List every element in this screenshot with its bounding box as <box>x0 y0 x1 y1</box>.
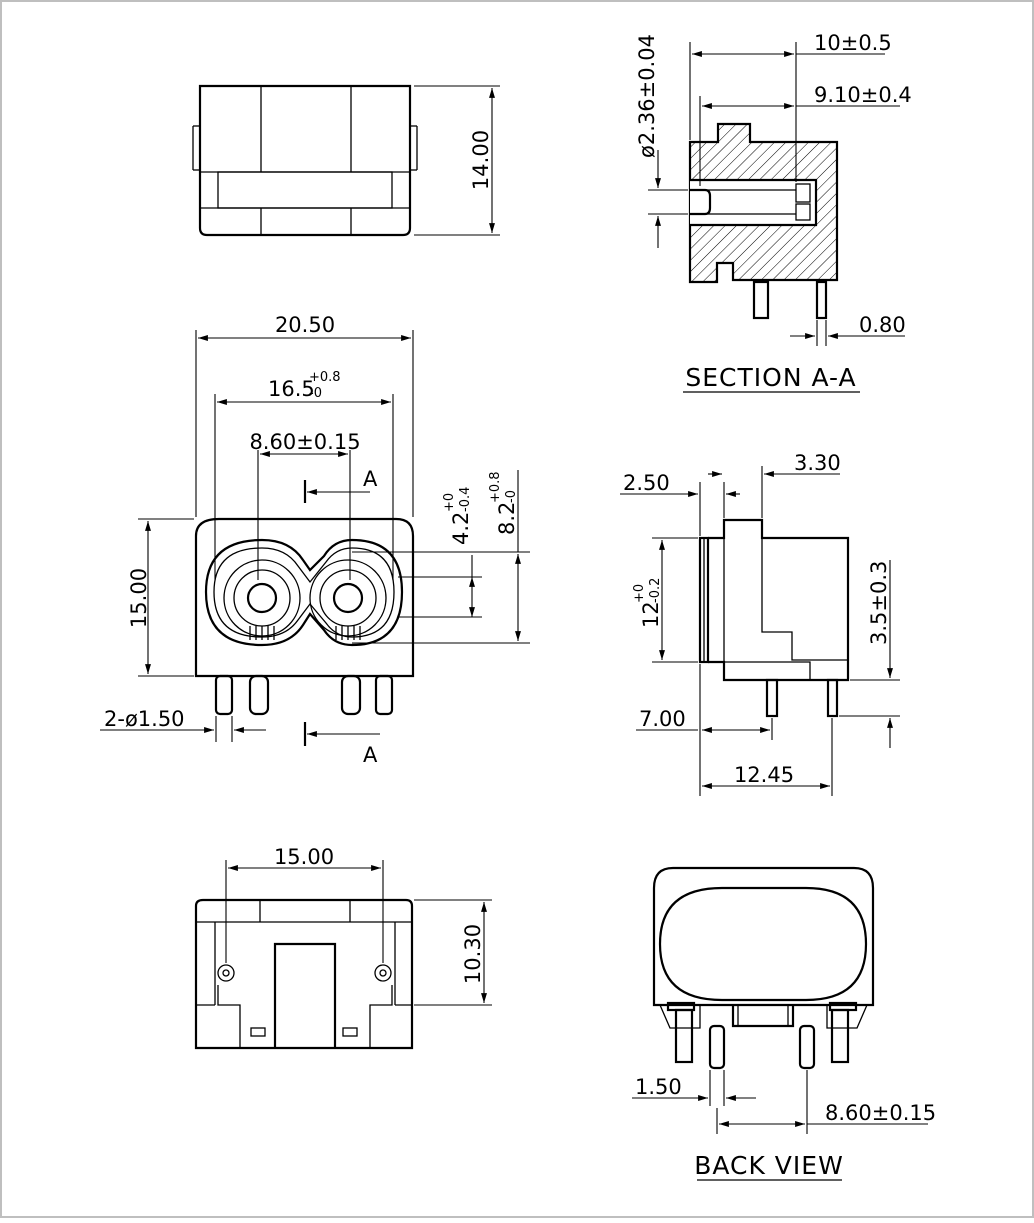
front-slot-a-label: 4.2 <box>449 512 473 545</box>
top-view: 14.00 <box>192 84 500 237</box>
section-view: 10±0.5 9.10±0.4 ø2.36±0.04 0.80 SECTION … <box>635 31 912 393</box>
side-height-tol-upper: +0 <box>632 584 647 603</box>
back-pin-width-label: 1.50 <box>635 1075 682 1099</box>
front-pin-spacing-label: 8.60±0.15 <box>249 430 360 454</box>
front-width-label: 20.50 <box>275 313 335 337</box>
top-height-label: 14.00 <box>469 130 493 190</box>
back-view: 1.50 8.60±0.15 BACK VIEW <box>632 866 936 1181</box>
section-pin-dia-label: ø2.36±0.04 <box>635 34 659 158</box>
side-height-tol-lower: -0.2 <box>648 578 663 603</box>
side-pin-pos-label: 7.00 <box>639 707 686 731</box>
front-inner-width-label: 16.5 <box>268 377 315 401</box>
bottom-view: 15.00 10.30 <box>194 845 492 1050</box>
side-pin-length-label: 3.5±0.3 <box>867 561 891 645</box>
front-height-label: 15.00 <box>127 568 151 628</box>
section-depth-label: 10±0.5 <box>814 31 892 55</box>
side-view: 2.50 3.30 12 +0 -0.2 3.5±0.3 7.00 12.45 <box>620 451 900 796</box>
back-pin-spacing-label: 8.60±0.15 <box>825 1101 936 1125</box>
back-title: BACK VIEW <box>694 1151 844 1180</box>
side-height-label: 12 <box>639 601 663 628</box>
front-pin-dia-label: 2-ø1.50 <box>104 707 185 731</box>
front-view: 20.50 16.5 +0.8 -0 8.60±0.15 A 15.00 4.2… <box>100 313 530 767</box>
side-depth-label: 12.45 <box>734 763 794 787</box>
section-title: SECTION A-A <box>685 363 856 392</box>
front-inner-tol-lower: -0 <box>309 386 322 401</box>
side-offset-label: 2.50 <box>623 471 670 495</box>
front-slot-a-tol-lower: -0.4 <box>458 487 473 512</box>
section-pin-thickness-label: 0.80 <box>859 313 906 337</box>
front-slot-b-tol-upper: +0.8 <box>488 471 503 503</box>
section-marker-bottom: A <box>363 743 378 767</box>
bottom-height-label: 10.30 <box>461 924 485 984</box>
front-inner-tol-upper: +0.8 <box>309 370 341 385</box>
front-slot-b-tol-lower: -0 <box>504 490 519 503</box>
section-marker-top: A <box>363 467 378 491</box>
front-slot-a-tol-upper: +0 <box>442 493 457 512</box>
bottom-width-label: 15.00 <box>274 845 334 869</box>
front-slot-b-label: 8.2 <box>495 502 519 535</box>
side-step-label: 3.30 <box>794 451 841 475</box>
section-inner-depth-label: 9.10±0.4 <box>814 83 912 107</box>
